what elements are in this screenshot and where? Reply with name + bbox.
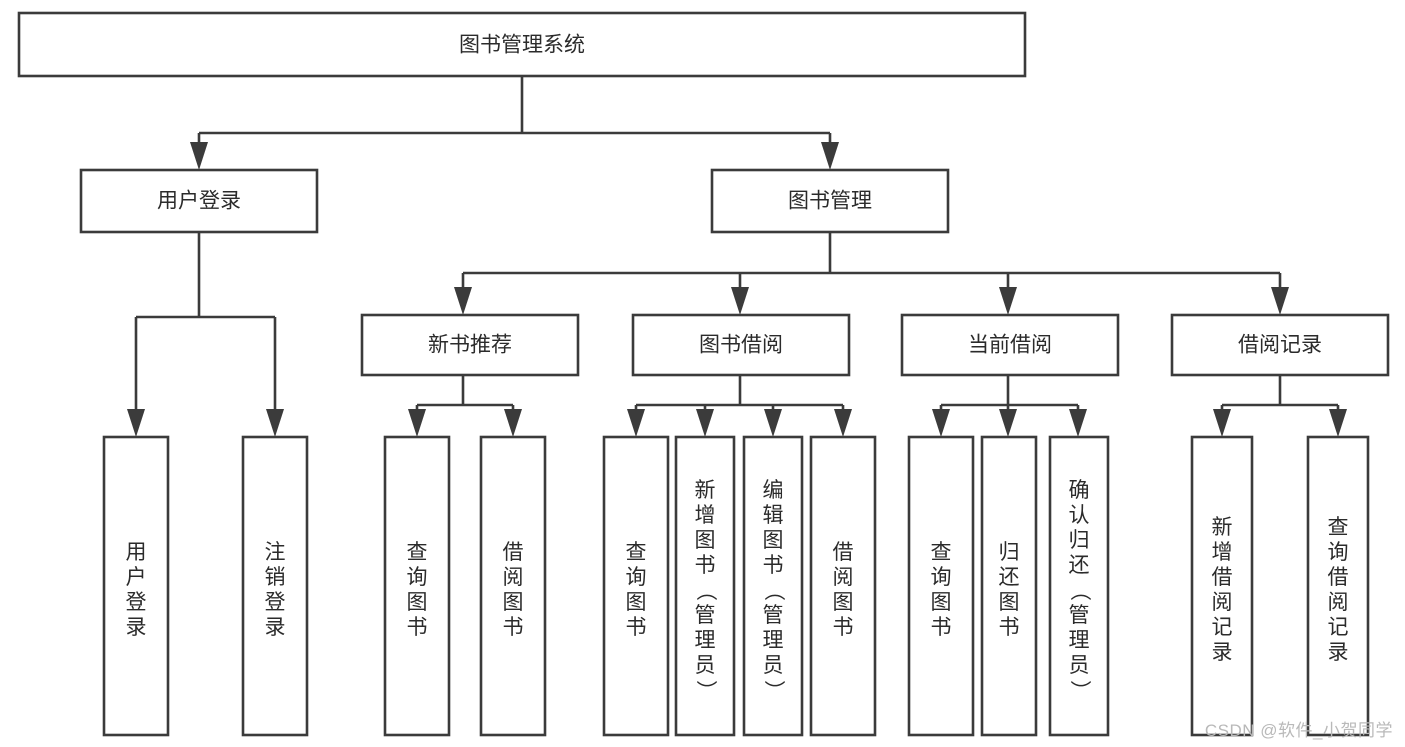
node-login-box[interactable]: [79, 168, 319, 234]
arrow-head-newbook: [454, 287, 472, 315]
arrow-head-leaf-12: [1213, 409, 1231, 437]
node-leaf-3[interactable]: [383, 435, 451, 737]
node-leaf-2[interactable]: [241, 435, 309, 737]
node-bookmgmt[interactable]: 图书管理: [710, 168, 950, 234]
arrow-head-borrow: [731, 287, 749, 315]
node-leaf-6-box[interactable]: [674, 435, 736, 737]
arrow-head-leaf-7: [764, 409, 782, 437]
arrow-head-leaf-10: [999, 409, 1017, 437]
node-records-label: 借阅记录: [1238, 334, 1322, 357]
node-leaf-13[interactable]: [1306, 435, 1370, 737]
node-leaf-10[interactable]: [980, 435, 1038, 737]
node-login[interactable]: 用户登录: [79, 168, 319, 234]
node-current-box[interactable]: [900, 313, 1120, 377]
connectors-borrow-to-leaves: [627, 375, 852, 437]
connectors-records-to-leaves: [1213, 375, 1347, 437]
node-login-label: 用户登录: [157, 190, 241, 213]
arrow-head-records: [1271, 287, 1289, 315]
node-leaf-9[interactable]: [907, 435, 975, 737]
node-leaf-4[interactable]: [479, 435, 547, 737]
arrow-head-leaf-9: [932, 409, 950, 437]
node-leaf-1[interactable]: [102, 435, 170, 737]
node-current-label: 当前借阅: [968, 334, 1052, 357]
node-newbook-box[interactable]: [360, 313, 580, 377]
node-leaf-1-box[interactable]: [102, 435, 170, 737]
connectors-login-to-leaves: [127, 232, 284, 437]
arrow-head-leaf-1: [127, 409, 145, 437]
arrow-head-bookmgmt: [821, 142, 839, 170]
node-borrow-box[interactable]: [631, 313, 851, 377]
node-leaf-7[interactable]: [742, 435, 804, 737]
node-current[interactable]: 当前借阅: [900, 313, 1120, 377]
node-newbook-label: 新书推荐: [428, 334, 512, 357]
node-root-label: 图书管理系统: [459, 34, 585, 57]
node-leaf-4-box[interactable]: [479, 435, 547, 737]
arrow-head-leaf-3: [408, 409, 426, 437]
connectors-root-to-level2: [190, 76, 839, 170]
node-leaf-12[interactable]: [1190, 435, 1254, 737]
node-newbook[interactable]: 新书推荐: [360, 313, 580, 377]
node-leaf-11[interactable]: [1048, 435, 1110, 737]
arrow-head-leaf-6: [696, 409, 714, 437]
watermark-text: CSDN @软件_小贺同学: [1204, 721, 1393, 740]
arrow-head-current: [999, 287, 1017, 315]
arrow-head-login: [190, 142, 208, 170]
arrow-head-leaf-4: [504, 409, 522, 437]
arrow-head-leaf-13: [1329, 409, 1347, 437]
node-leaf-8[interactable]: [809, 435, 877, 737]
node-leaf-5-box[interactable]: [602, 435, 670, 737]
connectors-bookmgmt-to-level3: [454, 232, 1289, 315]
node-root-box[interactable]: [17, 11, 1027, 78]
node-leaf-6[interactable]: [674, 435, 736, 737]
node-leaf-13-box[interactable]: [1306, 435, 1370, 737]
arrow-head-leaf-5: [627, 409, 645, 437]
node-leaf-3-box[interactable]: [383, 435, 451, 737]
node-leaf-8-box[interactable]: [809, 435, 877, 737]
node-bookmgmt-box[interactable]: [710, 168, 950, 234]
node-leaf-2-box[interactable]: [241, 435, 309, 737]
node-leaf-10-box[interactable]: [980, 435, 1038, 737]
node-leaf-12-box[interactable]: [1190, 435, 1254, 737]
node-leaf-11-box[interactable]: [1048, 435, 1110, 737]
node-records-box[interactable]: [1170, 313, 1390, 377]
node-root[interactable]: 图书管理系统: [17, 11, 1027, 78]
node-borrow-label: 图书借阅: [699, 334, 783, 357]
arrow-head-leaf-11: [1069, 409, 1087, 437]
node-leaf-7-box[interactable]: [742, 435, 804, 737]
arrow-head-leaf-2: [266, 409, 284, 437]
node-leaf-9-box[interactable]: [907, 435, 975, 737]
arrow-head-leaf-8: [834, 409, 852, 437]
connectors-current-to-leaves: [932, 375, 1087, 437]
node-borrow[interactable]: 图书借阅: [631, 313, 851, 377]
node-records[interactable]: 借阅记录: [1170, 313, 1390, 377]
node-leaf-5[interactable]: [602, 435, 670, 737]
node-bookmgmt-label: 图书管理: [788, 190, 872, 213]
connectors-newbook-to-leaves: [408, 375, 522, 437]
